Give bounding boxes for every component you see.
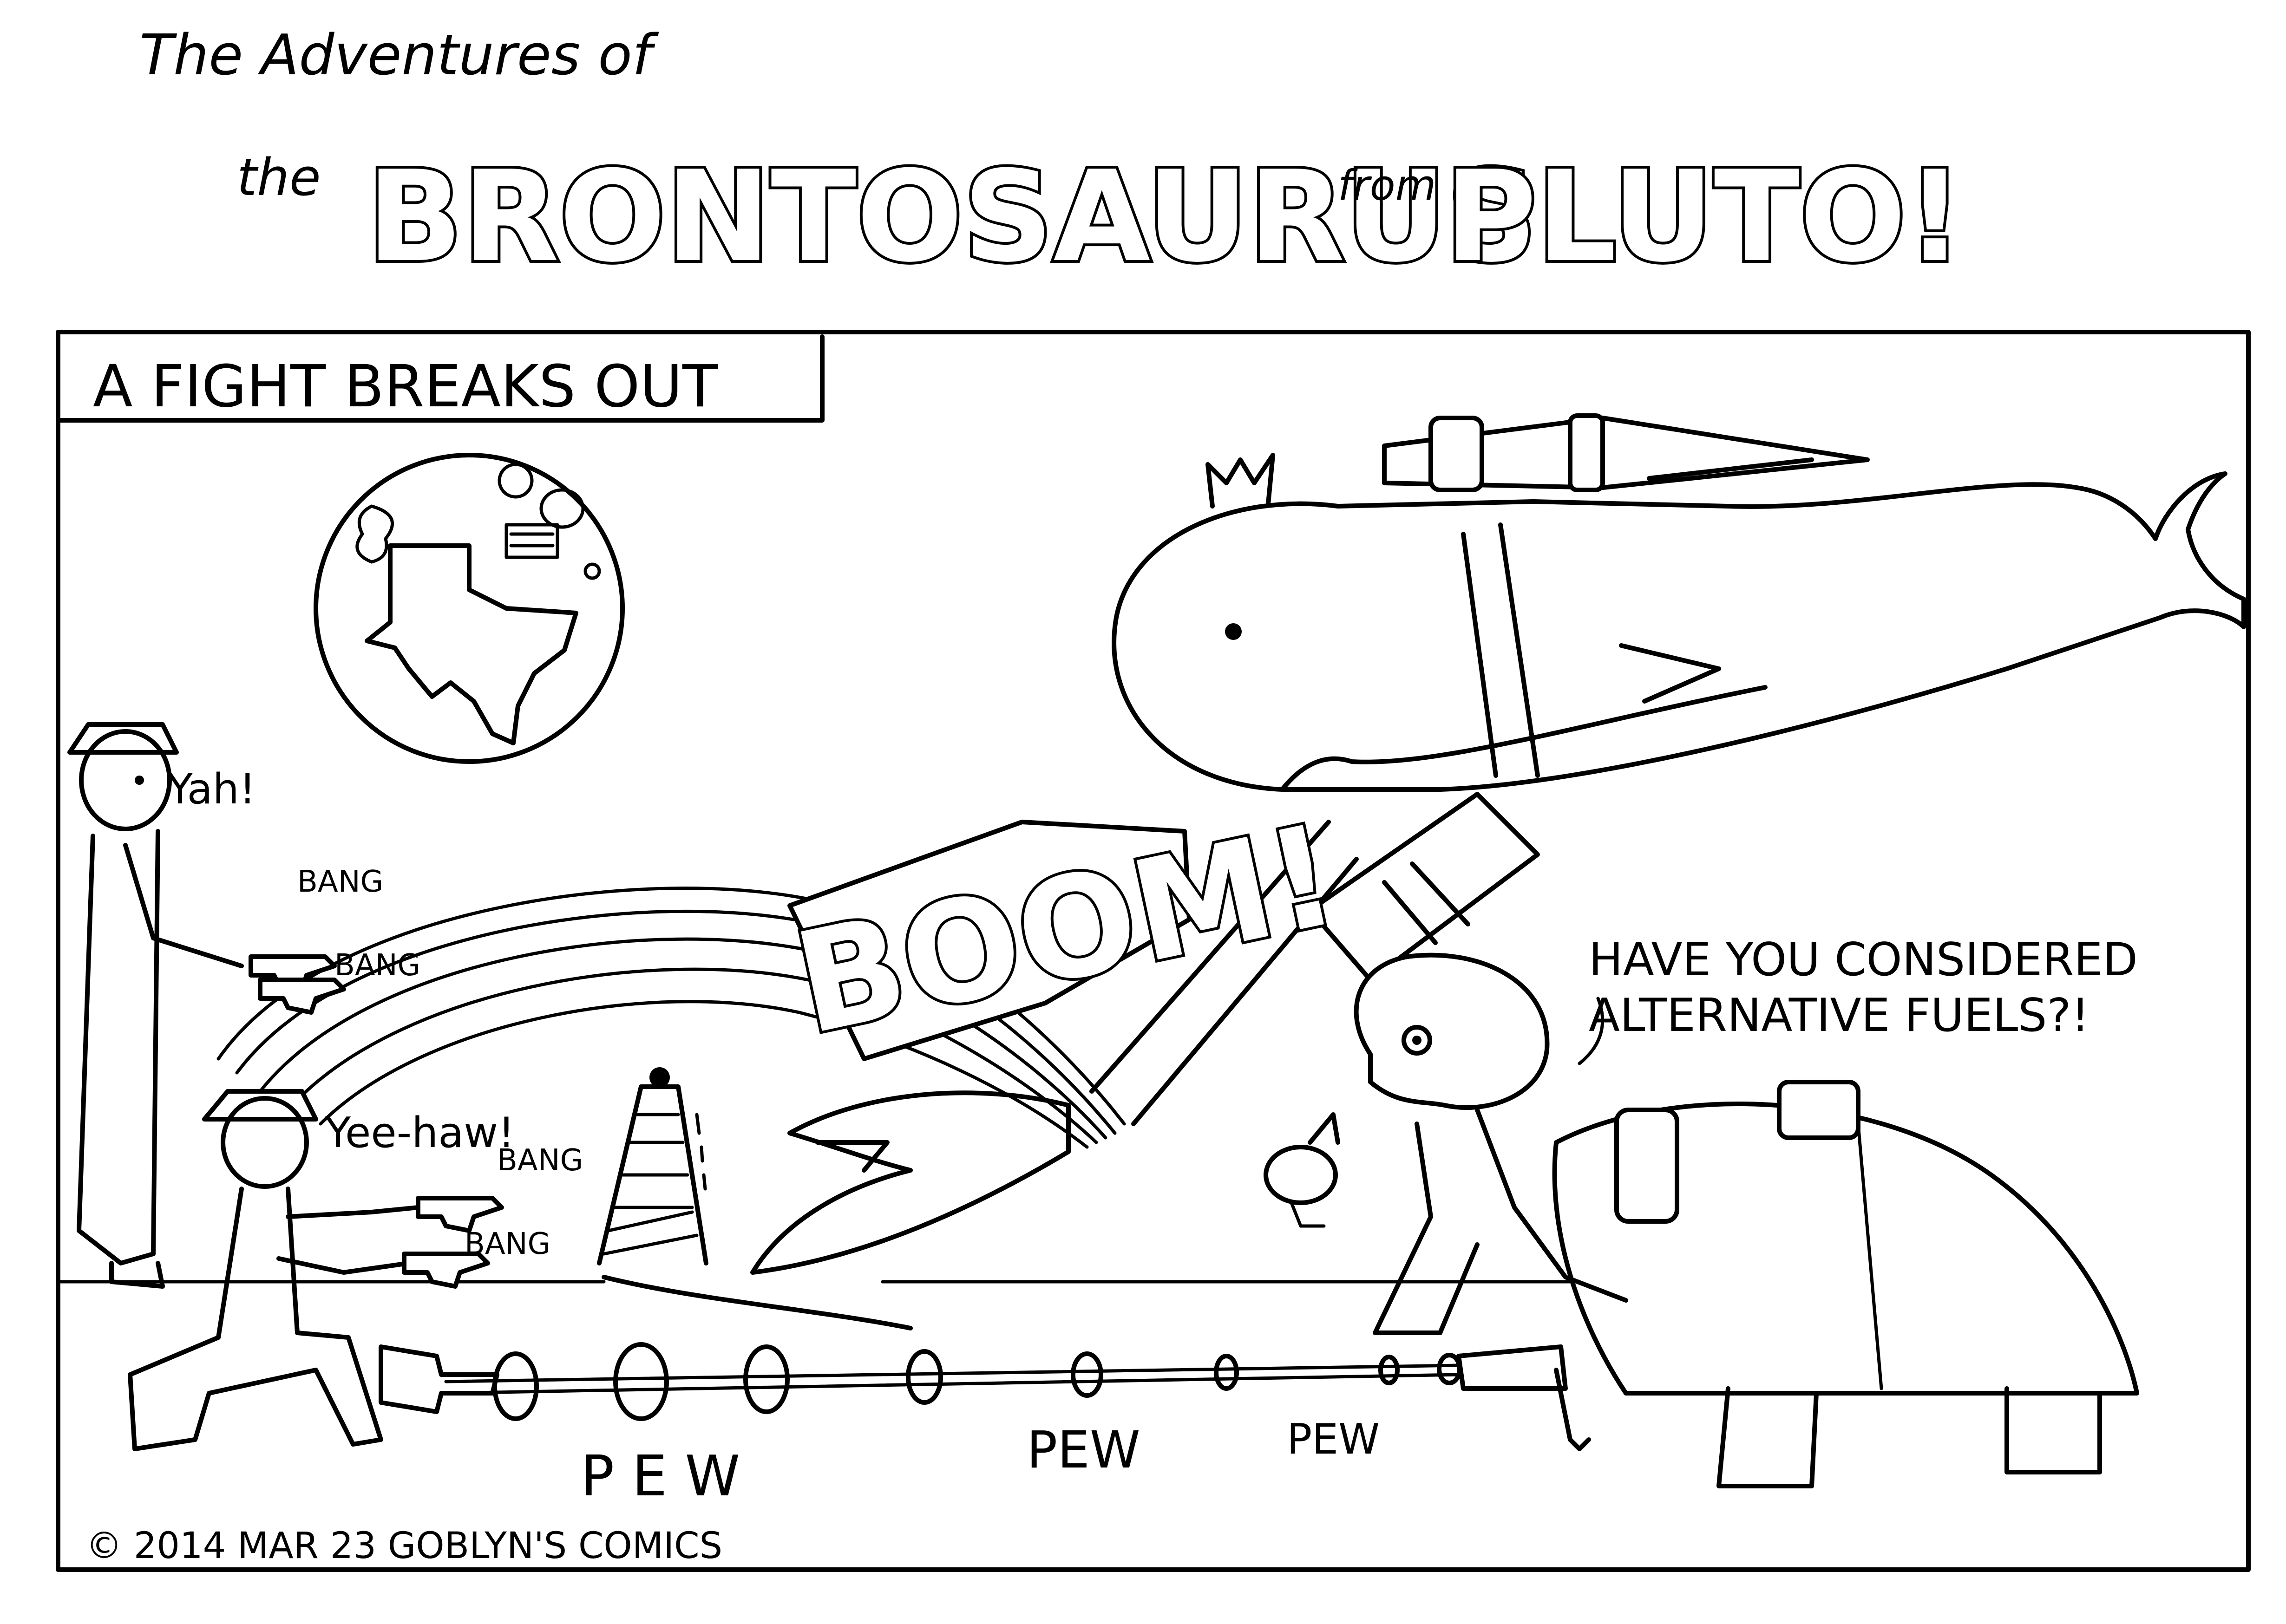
- turtle-icon: [1354, 952, 2139, 1488]
- whale-rocket-icon: [1112, 413, 2246, 792]
- turtle-speech-bubble: HAVE YOU CONSIDERED ALTERNATIVE FUELS?!: [1578, 933, 2138, 1065]
- cowboy-icon: Yee-haw! BANG BANG: [128, 1089, 583, 1451]
- pilot-critter-icon: [1264, 1112, 1340, 1228]
- bang-text-4: BANG: [465, 1227, 550, 1261]
- cowboy2-shout: Yee-haw!: [325, 1109, 515, 1157]
- boom-sfx: BOOM!: [780, 791, 1353, 1068]
- moon-texas-icon: [314, 453, 625, 764]
- header-line-2-from: from: [1338, 161, 1436, 210]
- pew-text-2: PEW: [1027, 1420, 1140, 1480]
- cowboy-icon: Yah! BANG BANG: [67, 722, 420, 1289]
- dinosaur-icon: [602, 792, 1540, 1331]
- oil-derrick-icon: [597, 1067, 708, 1265]
- turtle-speech-line-1: HAVE YOU CONSIDERED: [1589, 933, 2138, 986]
- bang-text-1: BANG: [297, 865, 383, 899]
- caption-text: A FIGHT BREAKS OUT: [93, 353, 718, 420]
- copyright-text: © 2014 MAR 23 GOBLYN'S COMICS: [86, 1525, 722, 1567]
- header-title-main: BRONTOSAURUS: [367, 143, 1537, 290]
- cowboy1-shout: Yah!: [167, 765, 256, 814]
- bang-text-3: BANG: [497, 1143, 583, 1178]
- header-line-2-prefix: the: [237, 148, 321, 207]
- exhaust-streaks: [216, 887, 1126, 1149]
- comic-header: The Adventures of the BRONTOSAURUS from …: [139, 23, 1966, 293]
- pew-text-3: PEW: [1287, 1415, 1380, 1464]
- panel-frame: [56, 330, 2251, 1572]
- bang-text-2: BANG: [334, 948, 420, 983]
- header-line-1: The Adventures of: [139, 23, 659, 88]
- pew-text-1: P E W: [581, 1444, 740, 1509]
- turtle-speech-line-2: ALTERNATIVE FUELS?!: [1589, 989, 2089, 1042]
- laser-beam: P E W PEW PEW: [379, 1342, 1568, 1509]
- caption-box: A FIGHT BREAKS OUT: [56, 334, 825, 423]
- header-title-end: PLUTO!: [1445, 143, 1963, 290]
